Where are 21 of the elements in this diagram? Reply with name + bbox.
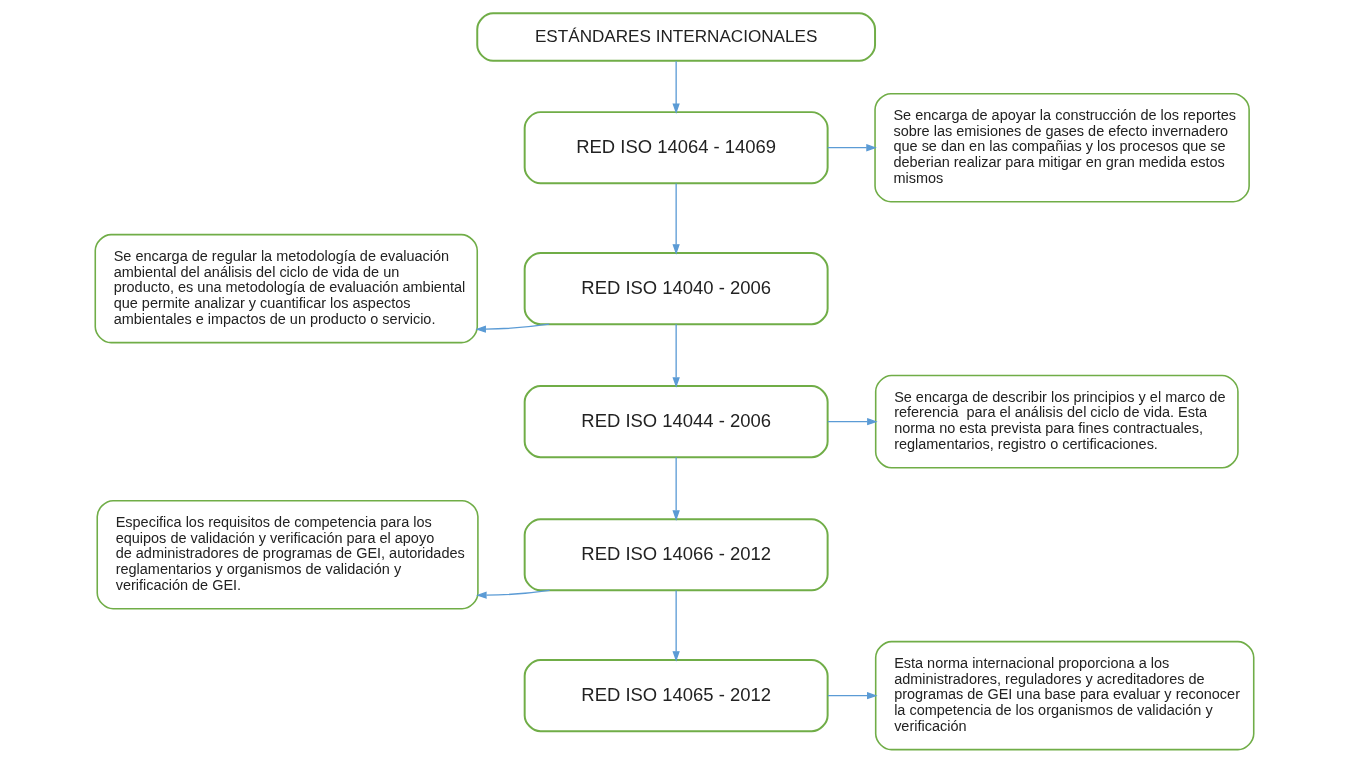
arrow: [672, 323, 680, 388]
node-box: RED ISO 14064 - 14069: [523, 111, 829, 185]
node-box: Esta norma internacional proporciona a los administradores, reguladores y acreditadores de programas de GEI una base para evaluar y reconocer la competencia de los organismos de validación y verificación: [874, 640, 1255, 751]
node-box: RED ISO 14040 - 2006: [523, 252, 829, 326]
node-box: RED ISO 14066 - 2012: [523, 518, 829, 592]
node-box: Se encarga de describir los principios y el marco de referencia para el análisis del ciclo de vida. Esta norma no esta prevista para fines contractuales, reglamentarios, registro o certificaciones.: [874, 374, 1239, 469]
arrow: [672, 589, 680, 662]
arrow: [827, 144, 877, 152]
node-box: Se encarga de apoyar la construcción de los reportes sobre las emisiones de gases de efecto invernadero que se dan en las compañias y los procesos que se deberian realizar para mitigar en gran medida estos mismos: [874, 92, 1250, 203]
node-box: Se encarga de regular la metodología de evaluación ambiental del análisis del ciclo de vida de un producto, es una metodología de evaluación ambiental que permite analizar y cuantificar los aspectos ambientales e impactos de un producto o servicio.: [94, 233, 479, 344]
arrow: [672, 182, 680, 255]
arrow: [672, 456, 680, 521]
arrow: [672, 60, 680, 115]
arrow: [476, 589, 551, 599]
node-box: ESTÁNDARES INTERNACIONALES: [476, 12, 877, 62]
node-box: RED ISO 14065 - 2012: [523, 659, 829, 733]
node-box: RED ISO 14044 - 2006: [523, 385, 829, 459]
arrow: [827, 418, 878, 426]
node-box: Especifica los requisitos de competencia para los equipos de validación y verificación para el apoyo de administradores de programas de GEI, autoridades reglamentarios y organismos de validación y verificación de GEI.: [96, 499, 479, 610]
arrow: [475, 323, 550, 333]
arrow: [827, 691, 878, 700]
